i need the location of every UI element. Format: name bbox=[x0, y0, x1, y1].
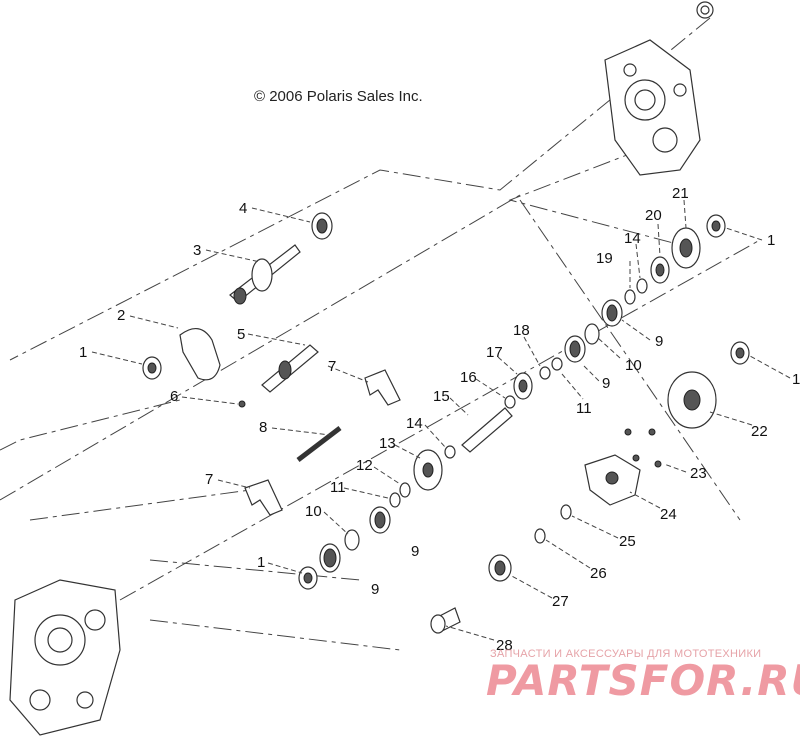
bearing-part-9-a bbox=[319, 543, 341, 573]
callout-9-mid: 9 bbox=[602, 375, 610, 392]
ring-part-14-b bbox=[636, 278, 648, 294]
copyright-text: © 2006 Polaris Sales Inc. bbox=[254, 88, 423, 105]
callout-24: 24 bbox=[660, 506, 677, 523]
ring-part-10-a bbox=[344, 529, 360, 551]
gear-part-22 bbox=[667, 371, 717, 429]
callout-labels: 4 3 2 5 1 6 8 7 7 1 10 11 12 13 14 15 16… bbox=[79, 185, 800, 654]
drive-chain-part-2 bbox=[179, 328, 221, 381]
bearing-part-27 bbox=[488, 554, 512, 582]
ring-part-16 bbox=[504, 395, 516, 409]
callout-8: 8 bbox=[259, 419, 267, 436]
callout-5: 5 bbox=[237, 326, 245, 343]
bolts-part-23 bbox=[624, 428, 662, 468]
callout-17: 17 bbox=[486, 344, 503, 361]
callout-12: 12 bbox=[356, 457, 373, 474]
callout-6: 6 bbox=[170, 388, 178, 405]
bearing-part-9-d bbox=[601, 299, 623, 327]
callout-9-lower-b: 9 bbox=[411, 543, 419, 560]
shift-rod-part-8 bbox=[296, 426, 342, 462]
callout-13: 13 bbox=[379, 435, 396, 452]
ring-part-14-a bbox=[444, 445, 456, 459]
callout-1-right-upper: 1 bbox=[767, 232, 775, 249]
ring-part-25 bbox=[560, 504, 572, 520]
callout-1-left: 1 bbox=[79, 344, 87, 361]
gear-part-13 bbox=[413, 449, 443, 491]
lower-housing-case bbox=[9, 579, 121, 736]
shaft-part-5 bbox=[261, 344, 319, 393]
callout-25: 25 bbox=[619, 533, 636, 550]
callout-14-lower: 14 bbox=[406, 415, 423, 432]
callout-7-upper: 7 bbox=[328, 358, 336, 375]
callout-20: 20 bbox=[645, 207, 662, 224]
ring-part-26 bbox=[534, 528, 546, 544]
bearing-part-1-right bbox=[730, 341, 750, 365]
callout-26: 26 bbox=[590, 565, 607, 582]
callout-1-right: 1 bbox=[792, 371, 800, 388]
axis-lines bbox=[0, 17, 761, 651]
bearing-part-9-b bbox=[369, 506, 391, 534]
callout-22: 22 bbox=[751, 423, 768, 440]
ring-part-18 bbox=[539, 366, 551, 380]
shift-fork-part-7-upper bbox=[364, 369, 401, 406]
leader-lines bbox=[91, 199, 791, 641]
ring-part-11-a bbox=[389, 492, 401, 508]
ring-part-11-b bbox=[551, 357, 563, 371]
ring-part-12 bbox=[399, 482, 411, 498]
callout-9-upper: 9 bbox=[655, 333, 663, 350]
callout-15: 15 bbox=[433, 388, 450, 405]
callout-7-lower: 7 bbox=[205, 471, 213, 488]
gear-part-21 bbox=[671, 227, 701, 269]
watermark-tagline: ЗАПЧАСТИ И АКСЕССУАРЫ ДЛЯ МОТОТЕХНИКИ bbox=[490, 648, 762, 660]
callout-19: 19 bbox=[596, 250, 613, 267]
callout-11-upper: 11 bbox=[576, 400, 592, 417]
callout-14-upper: 14 bbox=[624, 230, 641, 247]
callout-21: 21 bbox=[672, 185, 689, 202]
gear-part-20 bbox=[650, 256, 670, 284]
shift-fork-part-7-lower bbox=[244, 479, 283, 516]
nut-part-1-left bbox=[142, 356, 162, 380]
bearing-part-9-c bbox=[564, 335, 586, 363]
watermark-brand: PARTSFOR.RU bbox=[486, 656, 800, 705]
callout-2: 2 bbox=[117, 307, 125, 324]
callout-3: 3 bbox=[193, 242, 201, 259]
pin-part-6 bbox=[238, 400, 246, 408]
callout-4: 4 bbox=[239, 200, 247, 217]
callout-9-lower-a: 9 bbox=[371, 581, 379, 598]
callout-10-upper: 10 bbox=[625, 357, 642, 374]
countershaft-part-15 bbox=[461, 407, 513, 453]
bearing-part-4 bbox=[311, 212, 333, 240]
callout-28: 28 bbox=[496, 637, 513, 654]
ring-part-10-b bbox=[584, 323, 600, 345]
bearing-part-1-lower bbox=[298, 566, 318, 590]
callout-18: 18 bbox=[513, 322, 530, 339]
output-part-28 bbox=[430, 607, 461, 634]
bearing-part-1-upper-right bbox=[706, 214, 726, 238]
ring-part-19 bbox=[624, 289, 636, 305]
upper-housing-case bbox=[604, 1, 714, 176]
gear-part-17 bbox=[513, 372, 533, 400]
callout-1-lower: 1 bbox=[257, 554, 265, 571]
input-shaft-part-3 bbox=[229, 244, 301, 305]
callout-16: 16 bbox=[460, 369, 477, 386]
callout-10-lower: 10 bbox=[305, 503, 322, 520]
callout-23: 23 bbox=[690, 465, 707, 482]
callout-11-lower: 11 bbox=[330, 479, 346, 496]
callout-27: 27 bbox=[552, 593, 569, 610]
bracket-part-24 bbox=[584, 454, 641, 506]
